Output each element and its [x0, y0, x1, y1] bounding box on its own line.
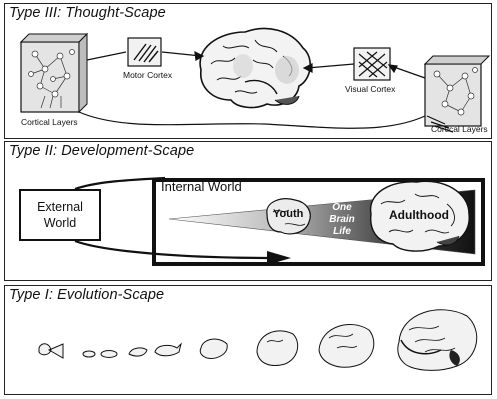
- visual-cortex-label: Visual Cortex: [345, 84, 395, 94]
- evolution-scape-panel: Type I: Evolution-Scape: [4, 285, 492, 395]
- external-world-box: External World: [19, 189, 101, 241]
- motor-cortex-icon: [128, 38, 161, 66]
- youth-label: Youth: [273, 208, 303, 220]
- motor-cortex-label: Motor Cortex: [123, 70, 172, 80]
- one-brain-life-label: One Brain Life: [321, 202, 363, 238]
- cat-icon: [200, 339, 227, 358]
- development-scape-panel: Type II: Development-Scape Inte: [4, 141, 492, 281]
- monkey-icon: [257, 331, 298, 366]
- thought-scape-panel: Type III: Thought-Scape: [4, 3, 492, 139]
- rodent-icon: [155, 344, 181, 356]
- ape-icon: [319, 324, 374, 367]
- bird-icon: [129, 348, 147, 356]
- fish-icon: [39, 344, 63, 358]
- evolution-scape-diagram: [5, 286, 492, 395]
- internal-world-label: Internal World: [161, 179, 242, 194]
- thought-scape-diagram: [5, 4, 492, 139]
- cortical-layers-left-icon: [21, 34, 87, 112]
- cortical-layers-right-icon: [425, 56, 489, 126]
- adulthood-label: Adulthood: [389, 208, 449, 222]
- reptile-icon: [101, 351, 117, 358]
- brain-icon: [200, 29, 310, 108]
- visual-cortex-icon: [354, 48, 390, 80]
- amphibian-icon: [83, 351, 95, 357]
- cortical-layers-left-label: Cortical Layers: [21, 117, 78, 127]
- cortical-layers-right-label: Cortical Layers: [431, 124, 488, 134]
